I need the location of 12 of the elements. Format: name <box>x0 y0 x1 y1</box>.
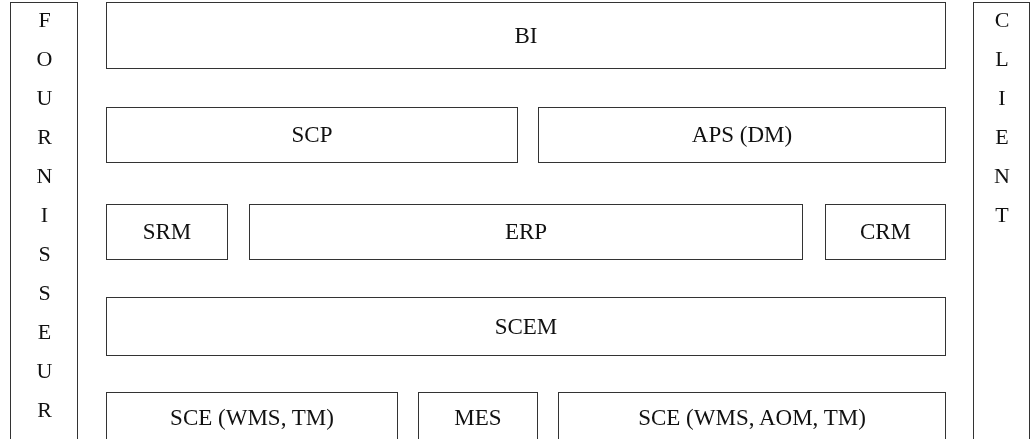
layer-box: SCEM <box>106 297 946 356</box>
customer-band: CLIENT <box>973 2 1030 439</box>
layer-box: BI <box>106 2 946 69</box>
module-box: ERP <box>249 204 803 260</box>
module-box: APS (DM) <box>538 107 946 163</box>
module-box: SCP <box>106 107 518 163</box>
module-box: SRM <box>106 204 228 260</box>
module-box: MES <box>418 392 538 439</box>
module-box: SCE (WMS, TM) <box>106 392 398 439</box>
supplier-band: FOURNISSEUR <box>10 2 78 439</box>
module-box: CRM <box>825 204 946 260</box>
module-box: SCE (WMS, AOM, TM) <box>558 392 946 439</box>
